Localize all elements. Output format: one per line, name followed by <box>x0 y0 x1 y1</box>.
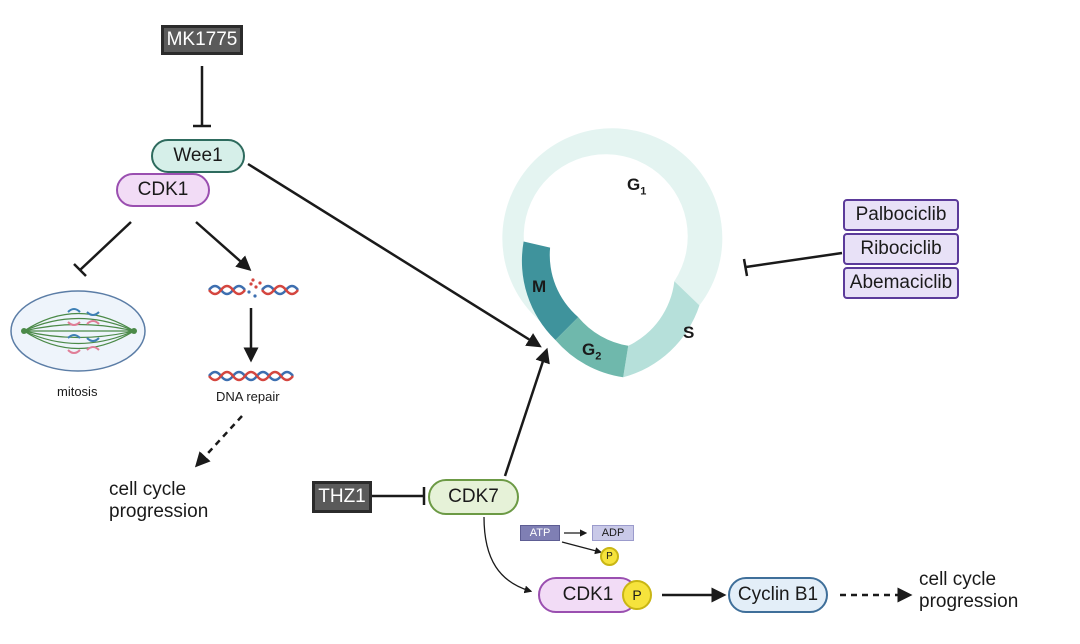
mitosis-cell-illustration <box>10 290 146 372</box>
phase-label-g2: G2 <box>582 340 602 363</box>
protein-wee1: Wee1 <box>151 139 245 173</box>
label-dna-repair: DNA repair <box>216 389 280 404</box>
arrow-wee1-cycle <box>247 162 542 348</box>
protein-cdk1-bottom: CDK1 <box>538 577 638 613</box>
protein-cdk7: CDK7 <box>428 479 519 515</box>
label-right-outcome: cell cycle progression <box>919 569 1018 613</box>
damaged-dna-illustration <box>208 278 299 298</box>
label-mitosis: mitosis <box>57 384 98 399</box>
protein-cdk1-top: CDK1 <box>116 173 210 207</box>
protein-cyclin-b1: Cyclin B1 <box>728 577 828 613</box>
drug-mk1775: MK1775 <box>161 25 243 55</box>
atp-box: ATP <box>520 525 560 541</box>
adp-box: ADP <box>592 525 634 541</box>
arrow-repair-progression <box>194 415 243 468</box>
inhibit-cdk1-mitosis <box>79 221 132 271</box>
arrow-atp-phosphate <box>561 541 603 555</box>
phosphate-large: P <box>622 580 652 610</box>
phosphate-small: P <box>600 547 619 566</box>
label-left-outcome: cell cycle progression <box>109 479 208 523</box>
cell-cycle-ring <box>502 128 723 378</box>
cycle-sector-g2 <box>555 317 629 378</box>
repaired-dna-illustration <box>208 370 294 382</box>
inhibit-cdk46-g1 <box>745 251 843 269</box>
phase-label-m: M <box>532 277 547 296</box>
drug-thz1: THZ1 <box>312 481 372 513</box>
label-left-outcome-line1: cell cycle <box>109 479 187 500</box>
cycle-sector-g1 <box>502 128 723 328</box>
arrow-cdk7-cycle <box>503 347 550 477</box>
arrow-cdk1-dna <box>195 221 252 271</box>
phase-label-s: S <box>683 323 695 342</box>
label-right-outcome-line1: cell cycle <box>919 569 997 590</box>
label-right-outcome-line2: progression <box>919 591 1019 612</box>
drug-palbociclib: Palbociclib <box>843 199 959 231</box>
cycle-sector-m <box>521 241 579 340</box>
label-left-outcome-line2: progression <box>109 501 209 522</box>
phase-label-g1: G1 <box>627 175 647 198</box>
drug-abemaciclib: Abemaciclib <box>843 267 959 299</box>
cycle-sector-s <box>623 281 700 378</box>
drug-ribociclib: Ribociclib <box>843 233 959 265</box>
arrow-cdk7-cdk1 <box>483 516 533 594</box>
